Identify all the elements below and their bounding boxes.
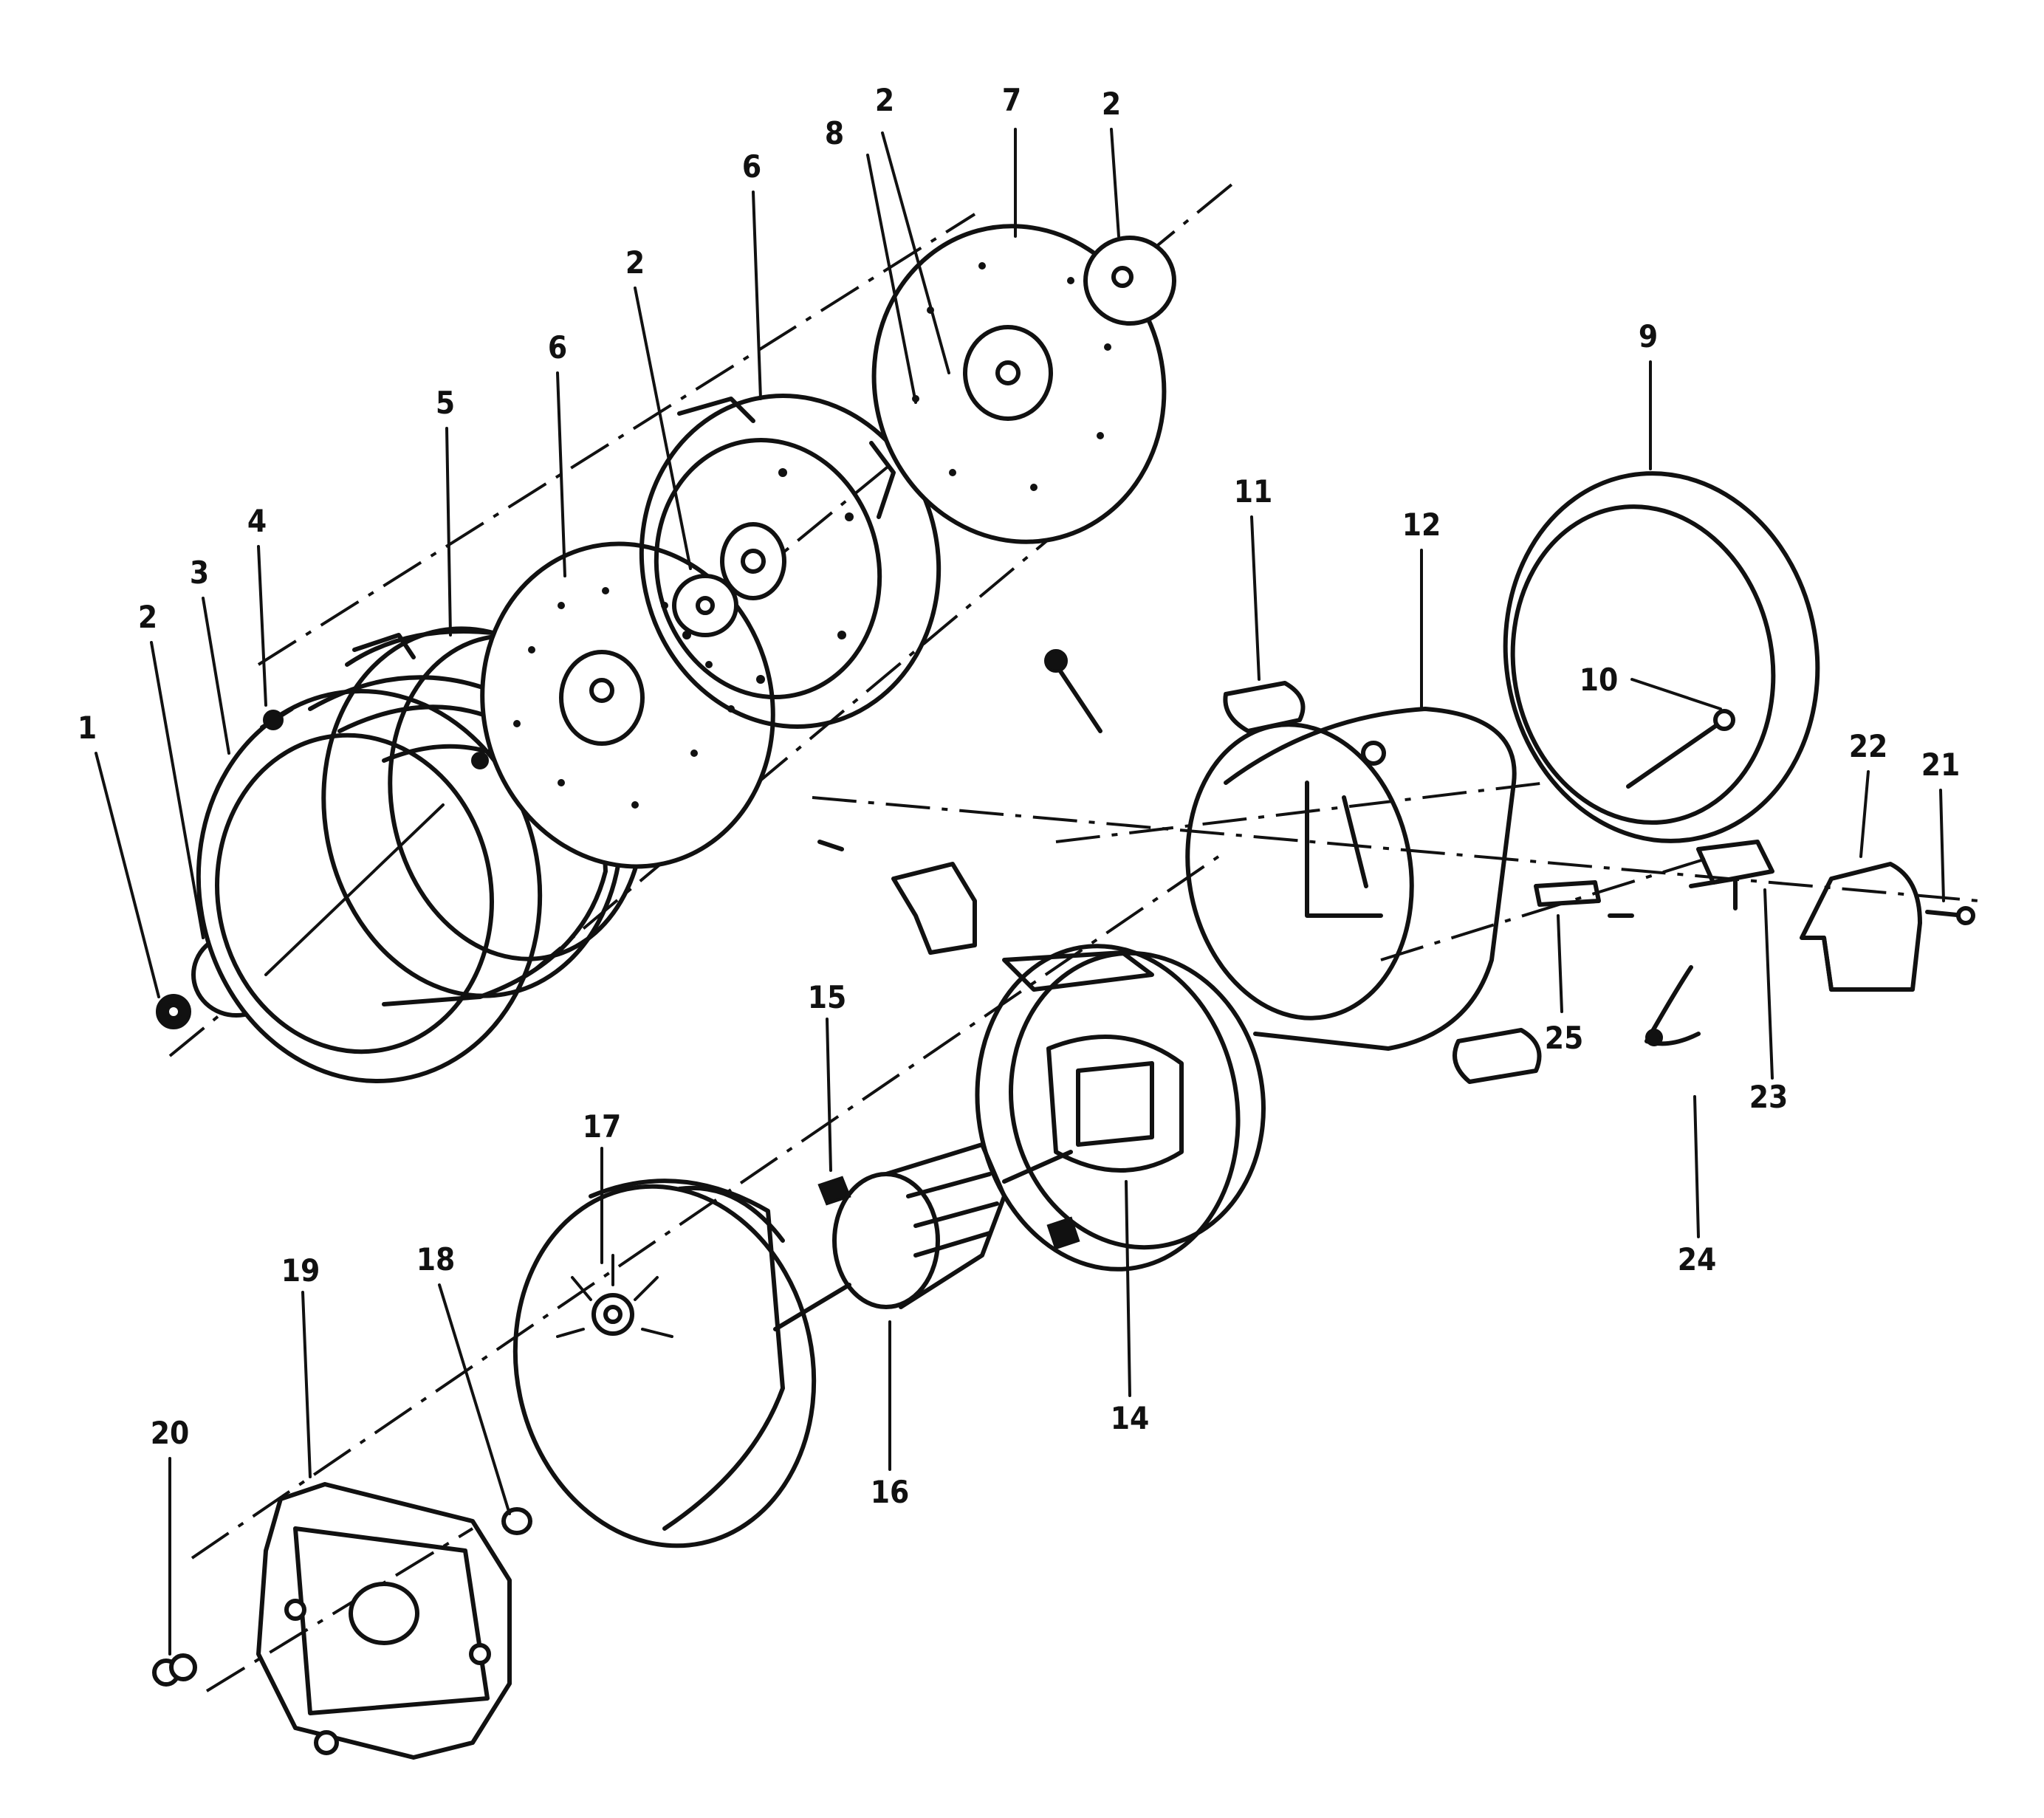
part-17-end-frame xyxy=(512,1179,817,1548)
part-1-nut xyxy=(156,994,191,1029)
callout-2: 2 xyxy=(138,599,157,635)
callout-15: 15 xyxy=(808,979,847,1015)
brush-holder-assembly xyxy=(817,649,1154,992)
part-22-terminal-cover xyxy=(1800,862,1922,992)
part-15-brush xyxy=(817,1176,1080,1250)
callout-12: 12 xyxy=(1402,507,1441,543)
callout-22: 22 xyxy=(1849,728,1888,764)
part-7-drive-end-frame xyxy=(639,394,942,729)
callout-9: 9 xyxy=(1639,318,1658,354)
part-2-washer-rear xyxy=(1083,236,1176,326)
callout-2-upper: 2 xyxy=(875,82,894,118)
callout-18: 18 xyxy=(416,1241,456,1277)
callout-19: 19 xyxy=(281,1252,320,1289)
part-10-through-bolt xyxy=(1626,709,1735,789)
part-20-nuts xyxy=(152,1653,339,1755)
part-9-cover xyxy=(1503,471,1820,843)
callout-11: 11 xyxy=(1234,473,1273,510)
callout-14: 14 xyxy=(1111,1400,1150,1436)
callout-24: 24 xyxy=(1678,1241,1717,1277)
part-19-cover-plate xyxy=(256,1482,512,1760)
part-3-pulley xyxy=(196,675,549,1084)
callout-4: 4 xyxy=(247,503,267,539)
part-11-clip xyxy=(1223,681,1542,1084)
callout-8: 8 xyxy=(825,115,844,151)
part-14-stator xyxy=(975,944,1266,1272)
callout-16: 16 xyxy=(871,1474,910,1510)
callout-5: 5 xyxy=(436,385,455,421)
callout-21: 21 xyxy=(1921,747,1961,783)
part-16-rotor xyxy=(773,1142,1073,1331)
callout-2-rear: 2 xyxy=(1102,86,1121,122)
part-25-brush xyxy=(1534,880,1634,918)
callout-labels: 1 2 3 4 5 6 2 6 8 2 7 2 9 10 11 12 22 21… xyxy=(78,82,1960,1510)
callout-1: 1 xyxy=(78,710,97,746)
callout-25: 25 xyxy=(1545,1020,1584,1056)
part-24-spring xyxy=(1645,965,1701,1046)
callout-2-middle: 2 xyxy=(625,244,645,281)
part-18-bearing xyxy=(501,1507,532,1535)
callout-10: 10 xyxy=(1580,662,1619,698)
callout-20: 20 xyxy=(151,1415,190,1451)
callout-7: 6 xyxy=(742,148,761,185)
part-21-screw xyxy=(1925,906,1975,925)
part-4-screw xyxy=(260,707,294,730)
part-12-housing xyxy=(1185,707,1517,1051)
leader-arrows xyxy=(95,128,1945,1656)
part-2-spacer-middle xyxy=(672,574,738,637)
callout-3: 3 xyxy=(190,555,209,591)
callout-23: 23 xyxy=(1749,1079,1788,1115)
callout-6-right: 7 xyxy=(1002,82,1021,118)
callout-17: 17 xyxy=(583,1108,622,1145)
callout-6-left: 6 xyxy=(548,329,567,366)
part-23-brush-holder xyxy=(1689,840,1774,910)
